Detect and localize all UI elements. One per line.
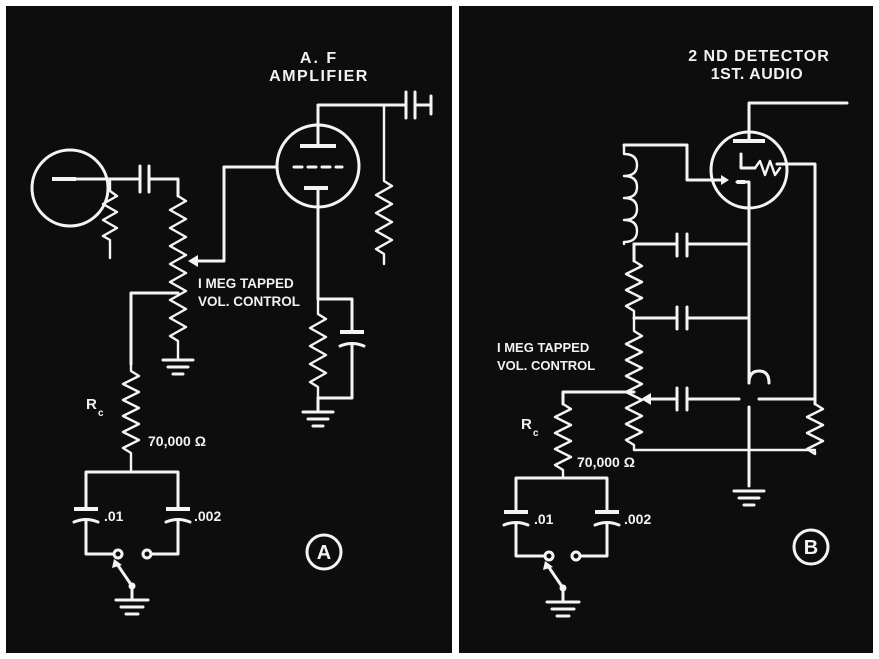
ground-symbol-main-b [732, 489, 766, 507]
right-resistor-b [805, 402, 825, 456]
switch-contact-2-b [570, 550, 582, 562]
switch-contact-2-a [141, 548, 153, 560]
switch-contact-1-b [543, 550, 555, 562]
vol-label-b-line1: I MEG TAPPED [497, 340, 589, 355]
cap1-value-a: .01 [104, 508, 124, 524]
ground-symbol-cathode-a [301, 410, 335, 428]
schematic-a: A. F AMPLIFIER [30, 50, 433, 616]
rc-sub-b: c [533, 428, 539, 439]
cathode-resistor-a [308, 297, 328, 400]
panel-b-title-line2: 1ST. AUDIO [711, 66, 803, 83]
upper-resistor-b [624, 259, 644, 320]
vol-label-a-line2: VOL. CONTROL [198, 294, 300, 309]
selector-switch-arm-a [115, 562, 134, 588]
wiper-arrow-a [188, 255, 198, 267]
wiper-arrow-b [641, 393, 651, 405]
panel-letter-b-text: B [804, 537, 818, 559]
crossover-hop-b [747, 369, 771, 385]
ground-symbol-switch-a [114, 598, 150, 616]
rc-label-b: R [521, 416, 532, 433]
panel-b-detector-audio: 2 ND DETECTOR 1ST. AUDIO [459, 6, 873, 653]
bypass-capacitor-1-b [675, 232, 689, 258]
cap2-value-b: .002 [624, 511, 651, 527]
ground-symbol-pot-a [161, 358, 195, 376]
resistor-value-a: 70,000 Ω [148, 433, 206, 449]
input-plate-resistor [101, 177, 119, 260]
vol-label-b-line2: VOL. CONTROL [497, 358, 595, 373]
panel-a-af-amplifier: A. F AMPLIFIER [6, 6, 452, 653]
rc-resistor-a [121, 362, 141, 474]
switch-contact-1-a [112, 548, 124, 560]
panel-b-title-line1: 2 ND DETECTOR [688, 48, 830, 65]
rc-resistor-b [553, 402, 573, 480]
vol-label-a-line1: I MEG TAPPED [198, 276, 294, 291]
volume-control-pot-a [168, 194, 188, 360]
volume-control-pot-b [624, 316, 817, 452]
plate-load-resistor-a [374, 103, 394, 266]
resistor-value-b: 70,000 Ω [577, 454, 635, 470]
rc-label-a: R [86, 396, 97, 413]
panel-letter-b: B [792, 528, 830, 566]
rc-sub-a: c [98, 408, 104, 419]
panel-letter-a: A [305, 533, 343, 571]
schematic-b: 2 ND DETECTOR 1ST. AUDIO [497, 48, 849, 618]
ground-symbol-switch-b [545, 600, 581, 618]
panel-a-title-line1: A. F [300, 50, 338, 67]
tuning-coil-b [622, 143, 639, 246]
cap1-value-b: .01 [534, 511, 554, 527]
amplifier-tube-a [275, 122, 361, 209]
panel-a-title-line2: AMPLIFIER [269, 68, 369, 85]
selector-switch-arm-b [546, 564, 565, 590]
cap2-value-a: .002 [194, 508, 221, 524]
panel-letter-a-text: A [317, 542, 331, 564]
input-tube-symbol [30, 148, 110, 228]
